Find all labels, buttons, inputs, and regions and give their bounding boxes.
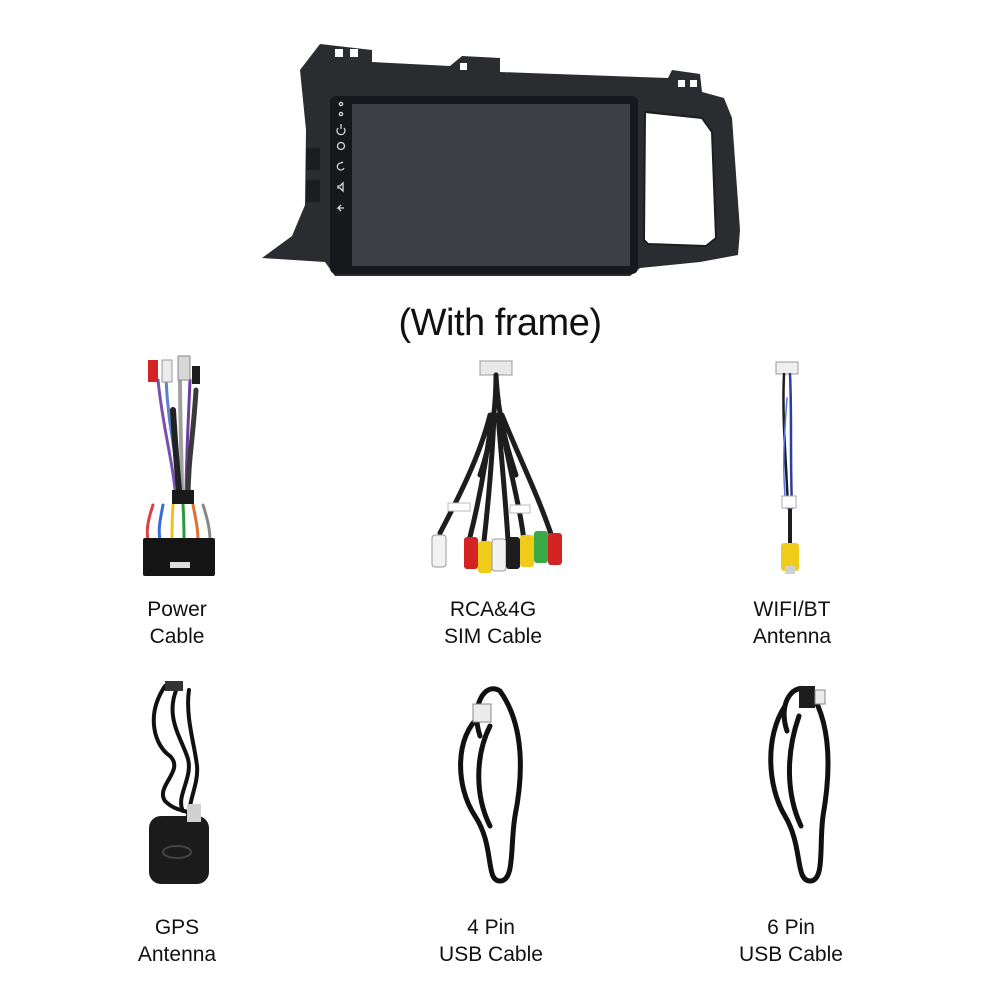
caption-line2: USB Cable	[439, 943, 543, 966]
six-pin-usb-cable-image	[768, 686, 831, 884]
side-tab	[306, 148, 320, 170]
power-icon[interactable]	[336, 124, 346, 136]
mount-hole	[335, 49, 343, 57]
caption-line1: 4 Pin	[467, 916, 515, 939]
caption-line2: SIM Cable	[443, 625, 543, 648]
caption-line1: WIFI/BT	[753, 598, 831, 621]
back-icon[interactable]	[336, 161, 345, 171]
volume-icon[interactable]	[337, 181, 344, 193]
caption-line1: GPS	[154, 916, 200, 939]
back-arrow-icon[interactable]	[336, 204, 344, 212]
vent-cutout	[642, 110, 718, 248]
side-icons	[336, 101, 346, 212]
mount-hole	[690, 80, 697, 87]
mount-hole	[460, 63, 467, 70]
frame-caption: (With frame)	[398, 302, 603, 344]
caption-line2: Antenna	[137, 943, 217, 966]
side-tab	[306, 180, 320, 202]
accessory-caption-rca-sim-cable: RCA&4G SIM Cable	[383, 596, 603, 650]
home-icon[interactable]	[336, 141, 346, 151]
accessory-caption-gps-antenna: GPS Antenna	[67, 914, 287, 968]
caption-line2: Cable	[149, 625, 205, 648]
accessory-caption-power-cable: Power Cable	[67, 596, 287, 650]
caption-line2: Antenna	[752, 625, 832, 648]
mount-hole	[350, 49, 358, 57]
caption-line1: 6 Pin	[767, 916, 815, 939]
accessory-caption-wifi-bt-antenna: WIFI/BT Antenna	[682, 596, 902, 650]
rca-sim-cable-image	[431, 360, 562, 573]
mount-hole	[678, 80, 685, 87]
head-unit-image	[262, 44, 740, 276]
caption-line2: USB Cable	[739, 943, 843, 966]
accessory-caption-4-pin-usb-cable: 4 Pin USB Cable	[381, 914, 601, 968]
gps-antenna-image	[149, 681, 209, 884]
accessory-caption-6-pin-usb-cable: 6 Pin USB Cable	[681, 914, 901, 968]
power-cable-image	[143, 355, 215, 576]
reset-icon[interactable]	[338, 111, 344, 117]
caption-line1: RCA&4G	[449, 598, 537, 621]
wifi-bt-antenna-image	[775, 361, 799, 574]
caption-line1: Power	[147, 598, 207, 621]
screen	[352, 104, 630, 266]
mic-icon[interactable]	[338, 101, 344, 107]
four-pin-usb-cable-image	[458, 686, 523, 884]
